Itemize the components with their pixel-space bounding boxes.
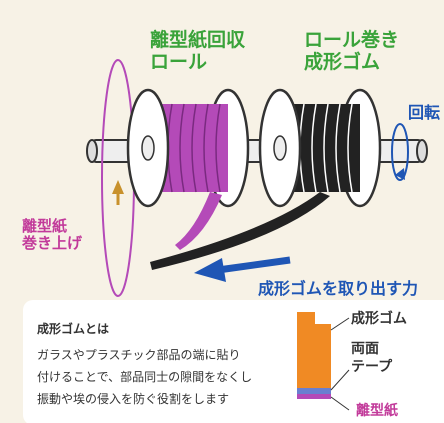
info-body: ガラスやプラスチック部品の端に貼り 付けることで、部品同士の隙間をなくし 振動や… xyxy=(37,344,302,410)
rotation-arrow-right-icon xyxy=(395,168,405,180)
paper-cross-section xyxy=(297,394,331,399)
rotation-arrow-left-icon xyxy=(112,180,124,194)
info-title: 成形ゴムとは xyxy=(37,322,110,336)
info-line: ガラスやプラスチック部品の端に貼り xyxy=(37,348,241,362)
release-paper-strip xyxy=(175,192,222,250)
label-release-roll: 離型紙回収 ロール xyxy=(150,29,246,73)
rotation-path-right xyxy=(391,123,409,181)
shaft-right-end xyxy=(416,139,428,163)
legend-tape: 両面 テープ xyxy=(351,341,393,375)
info-line: 付けることで、部品同士の隙間をなくし xyxy=(37,370,253,384)
rotation-path-left xyxy=(101,59,135,297)
label-take-out-force: 成形ゴムを取り出す力 xyxy=(258,279,419,298)
legend-paper: 離型紙 xyxy=(356,403,398,419)
tape-cross-section xyxy=(297,388,331,394)
winding-lines-left xyxy=(155,103,221,193)
shaft-left-end xyxy=(86,139,98,163)
cross-section-diagram xyxy=(297,312,350,411)
label-paper-takeup: 離型紙 巻き上げ xyxy=(22,217,83,253)
rubber-cross-section xyxy=(297,312,331,388)
label-rotation: 回転 xyxy=(408,103,441,122)
label-roll-wind: ロール巻き 成形ゴム xyxy=(304,29,400,73)
legend-rubber: 成形ゴム xyxy=(351,311,407,327)
take-out-arrow-icon xyxy=(194,258,226,282)
info-box: 成形ゴムとは ガラスやプラスチック部品の端に貼り 付けることで、部品同士の隙間を… xyxy=(23,300,444,423)
roll-diagram xyxy=(86,59,428,297)
rubber-strip xyxy=(150,192,330,270)
info-line: 振動や埃の侵入を防ぐ役割をします xyxy=(37,392,230,406)
